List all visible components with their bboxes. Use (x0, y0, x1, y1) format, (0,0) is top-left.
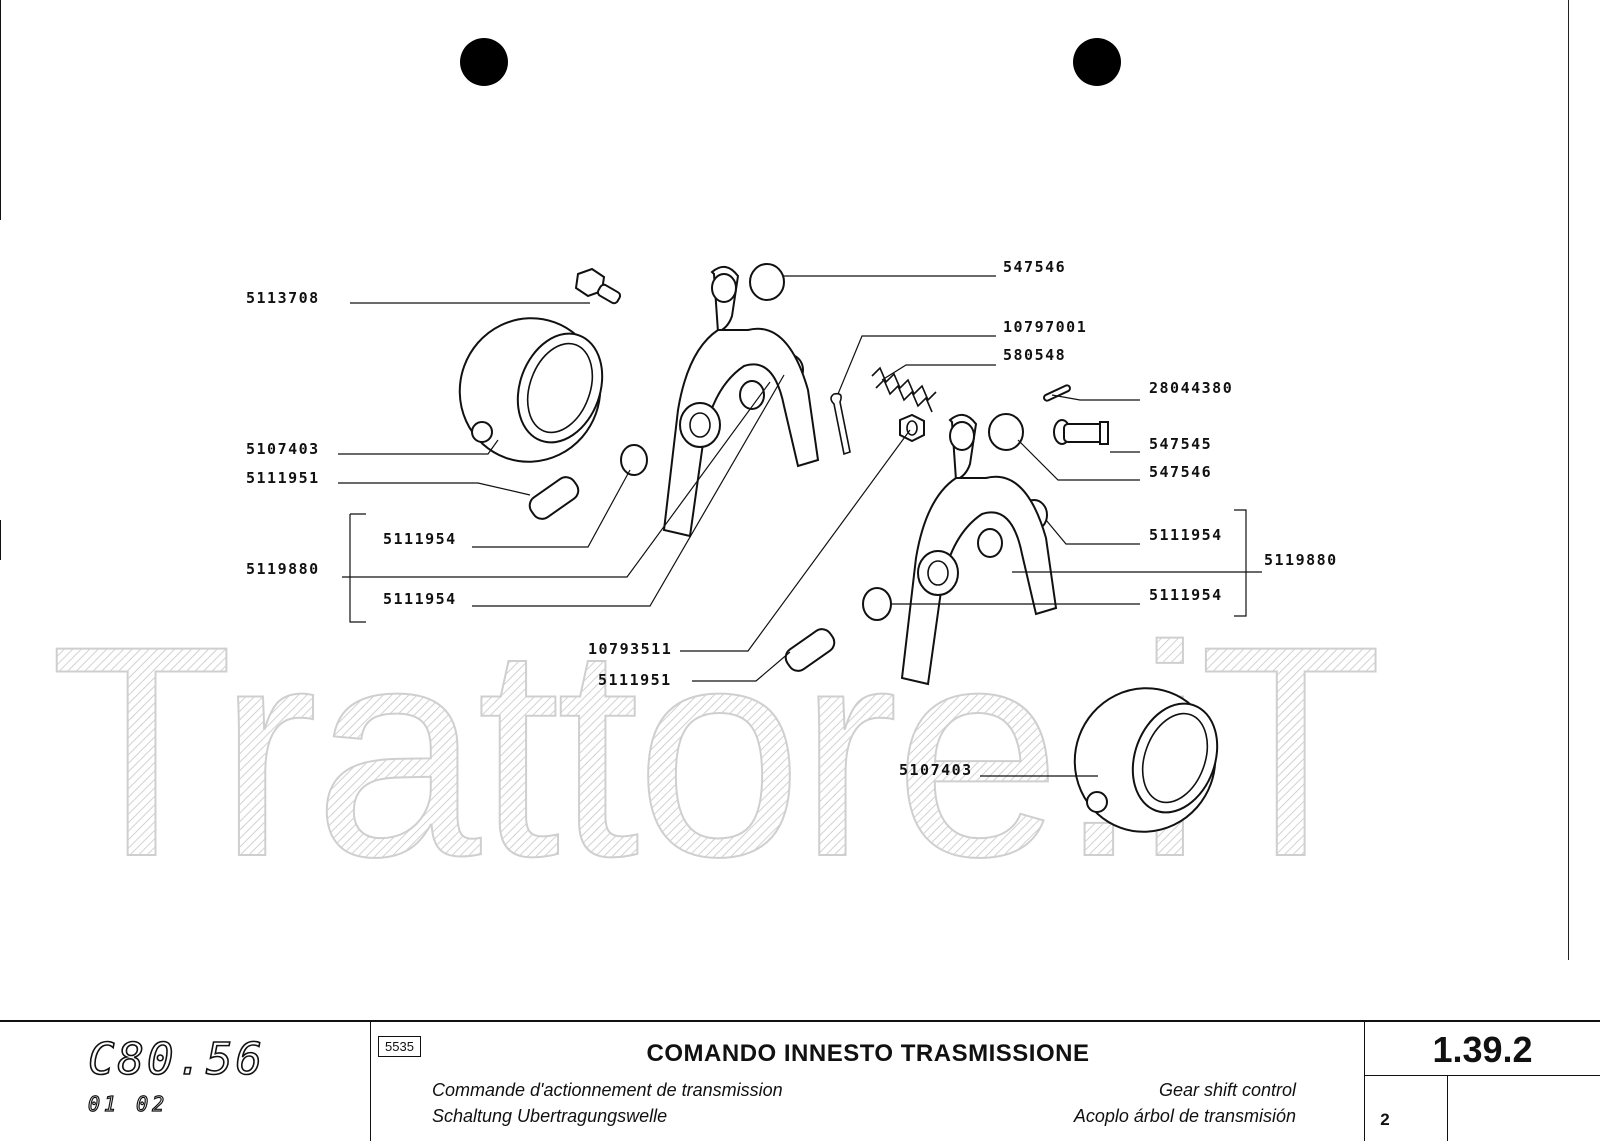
label-5111954-upper-left: 5111954 (383, 530, 457, 548)
right-edge-line (1568, 0, 1569, 960)
label-5119880-left: 5119880 (246, 560, 320, 578)
title-french: Commande d'actionnement de transmission (432, 1080, 783, 1100)
binder-hole-right (1073, 38, 1121, 86)
sheet-number: 2 (1380, 1110, 1390, 1129)
sheet-cell: 2 (1365, 1076, 1448, 1141)
label-580548: 580548 (1003, 346, 1066, 364)
label-28044380: 28044380 (1149, 379, 1233, 397)
bushing-left-3 (749, 263, 785, 301)
title-german: Schaltung Ubertragungswelle (432, 1106, 668, 1126)
label-547546-top: 547546 (1003, 258, 1066, 276)
spring-580548-drawing (871, 366, 937, 413)
model-revision: 01 02 (87, 1091, 169, 1116)
fork-5119880-left-drawing (662, 265, 820, 538)
model-name: C80.56 (87, 1033, 265, 1086)
label-547546-right: 547546 (1149, 463, 1212, 481)
left-edge-mark (0, 520, 1, 560)
pin-5111951-right-drawing (784, 628, 836, 672)
label-10793511: 10793511 (588, 640, 672, 658)
leader-lines (338, 275, 1262, 777)
title-section: 5535 COMANDO INNESTO TRASMISSIONE Comman… (372, 1022, 1365, 1141)
label-5111951-right: 5111951 (598, 671, 672, 689)
bearing-5107403-left-drawing (458, 317, 604, 463)
pin-28044380-drawing (1043, 384, 1071, 402)
label-5111954-lower-left: 5111954 (383, 590, 457, 608)
label-5107403-right: 5107403 (899, 761, 973, 779)
bearing-5107403-right-drawing (1073, 687, 1219, 833)
label-5111951-left: 5111951 (246, 469, 320, 487)
bolt-547545-drawing (1053, 419, 1109, 445)
title-spanish: Acoplo árbol de transmisión (1073, 1106, 1296, 1126)
label-5111954-upper-right: 5111954 (1149, 526, 1223, 544)
label-5119880-right: 5119880 (1264, 551, 1338, 569)
bushing-right-1 (988, 413, 1024, 451)
page-info: 1.39.2 2 (1365, 1022, 1600, 1141)
binder-hole-left (460, 38, 508, 86)
bolt-5113708-drawing (574, 267, 622, 305)
page-number: 1.39.2 (1365, 1022, 1600, 1076)
title-english: Gear shift control (1158, 1080, 1296, 1100)
title-italian: COMANDO INNESTO TRASMISSIONE (646, 1040, 1090, 1067)
label-547545: 547545 (1149, 435, 1212, 453)
parts-diagram: 5113708 5107403 5111951 5111954 5119880 … (246, 258, 1338, 833)
model-logo: C80.56 01 02 (0, 1022, 371, 1141)
nut-10793511-drawing (899, 413, 925, 443)
label-5113708: 5113708 (246, 289, 320, 307)
label-5107403-left: 5107403 (246, 440, 320, 458)
bushing-right-3 (862, 587, 892, 621)
label-10797001: 10797001 (1003, 318, 1087, 336)
left-edge-line (0, 0, 1, 220)
pin-5111951-left-drawing (528, 476, 580, 520)
cotter-pin-10797001-drawing (830, 392, 851, 456)
bushing-left-1 (620, 444, 648, 476)
fork-5119880-right-drawing (900, 413, 1058, 686)
label-5111954-lower-right: 5111954 (1149, 586, 1223, 604)
title-block: C80.56 01 02 5535 COMANDO INNESTO TRASMI… (0, 1020, 1600, 1141)
group-code: 5535 (378, 1036, 421, 1057)
